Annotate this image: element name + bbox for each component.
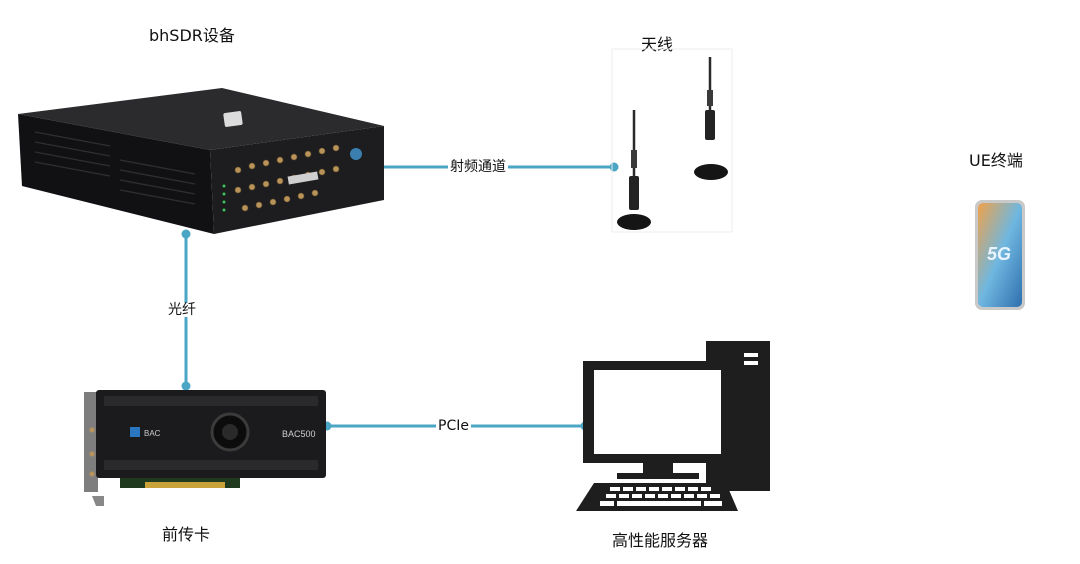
pcie-label: PCIe	[436, 418, 471, 434]
antenna-icon	[611, 48, 733, 233]
server-icon	[576, 341, 770, 511]
fiber-label: 光纤	[166, 302, 198, 318]
ue-5g-text: 5G	[987, 244, 1011, 264]
ue-label: UE终端	[969, 151, 1023, 170]
fiber-connector-end-b	[181, 381, 191, 391]
rf-channel-label: 射频通道	[448, 159, 508, 175]
sdr-device-label: bhSDR设备	[149, 26, 235, 45]
ue-phone-icon: 5G	[975, 200, 1025, 310]
card-brand-text: BAC	[144, 429, 161, 438]
fronthaul-card-icon: BAC BAC500	[84, 390, 326, 506]
fiber-connector-end-a	[181, 229, 191, 239]
server-label: 高性能服务器	[612, 531, 709, 550]
card-model-text: BAC500	[282, 429, 316, 439]
rf-connector-end-b	[609, 162, 619, 172]
sdr-device-icon	[18, 88, 384, 234]
fronthaul-card-label: 前传卡	[162, 525, 211, 544]
